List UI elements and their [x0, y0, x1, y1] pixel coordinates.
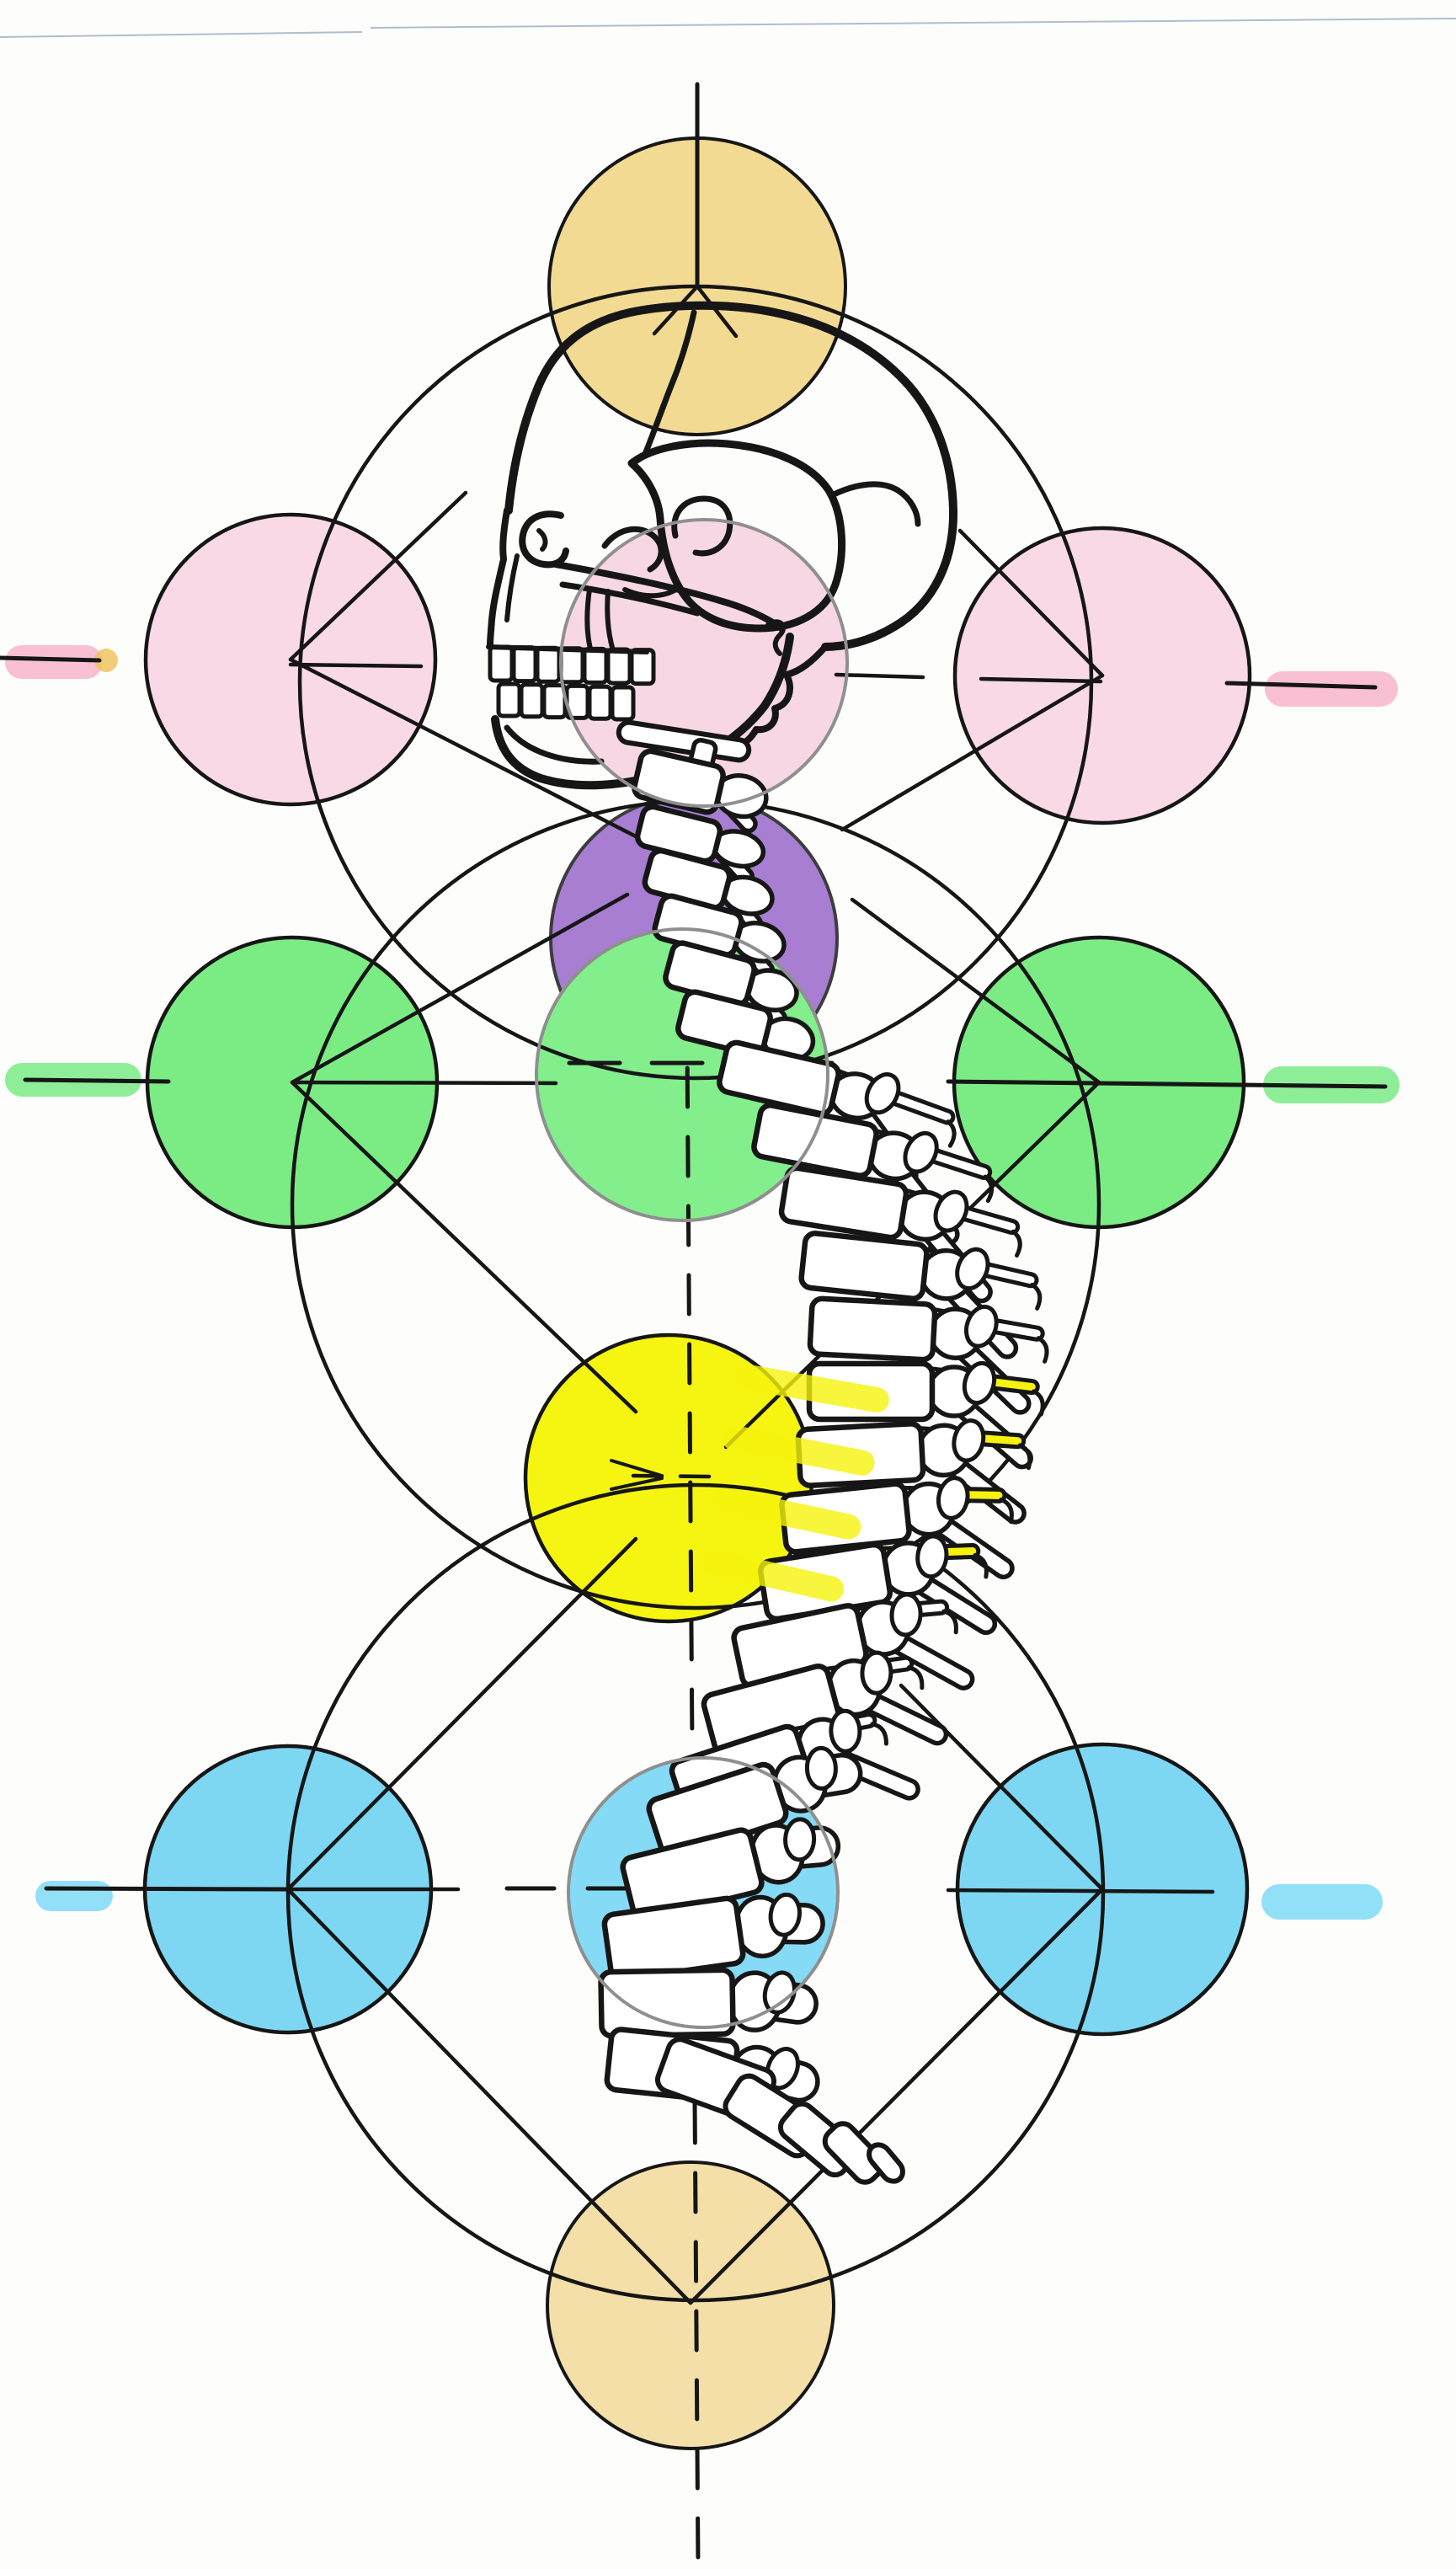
nerve-yellow-mark	[722, 1425, 875, 1476]
sacrum-segment-coccyx	[867, 2142, 905, 2184]
vertebra-L3	[601, 1892, 825, 1983]
top-rules	[0, 18, 1456, 38]
vertebra-T5	[807, 1295, 1049, 1415]
pink-marker-left	[5, 645, 103, 679]
vertebra-C3	[634, 804, 766, 886]
vertebra-T4	[798, 1231, 1043, 1359]
vertebra-L1	[646, 1745, 863, 1861]
nerve-yellow-mark	[712, 1487, 861, 1540]
vertebra-T11	[701, 1650, 949, 1756]
vertebra-C2	[632, 738, 769, 834]
pink-marker-right	[1265, 671, 1398, 707]
vertebra-L4	[598, 1967, 819, 2039]
blue-marker-right	[1261, 1884, 1383, 1920]
root-circle-bottom	[546, 2160, 835, 2450]
highlighter-marks	[5, 645, 1400, 1920]
green-circle-center-outline	[535, 927, 829, 1222]
vertebra-C4	[642, 847, 775, 933]
yellow-dot-marker	[94, 649, 118, 672]
pink-circle-center-outline	[559, 518, 849, 808]
center-circle-outlines	[535, 518, 849, 2029]
blue-marker-left	[35, 1881, 113, 1911]
sacrum	[654, 2037, 905, 2185]
teeth	[486, 644, 656, 722]
blue-circle-center-outline	[567, 1756, 840, 2029]
vertebra-C6	[663, 940, 799, 1028]
sacrum-segment-S4	[822, 2121, 886, 2185]
nerve-yellow-mark	[698, 1548, 845, 1602]
skull-profile	[487, 301, 958, 790]
nerve-yellow-mark	[731, 1364, 889, 1413]
nerve-highlighter-marks	[698, 1364, 889, 1602]
